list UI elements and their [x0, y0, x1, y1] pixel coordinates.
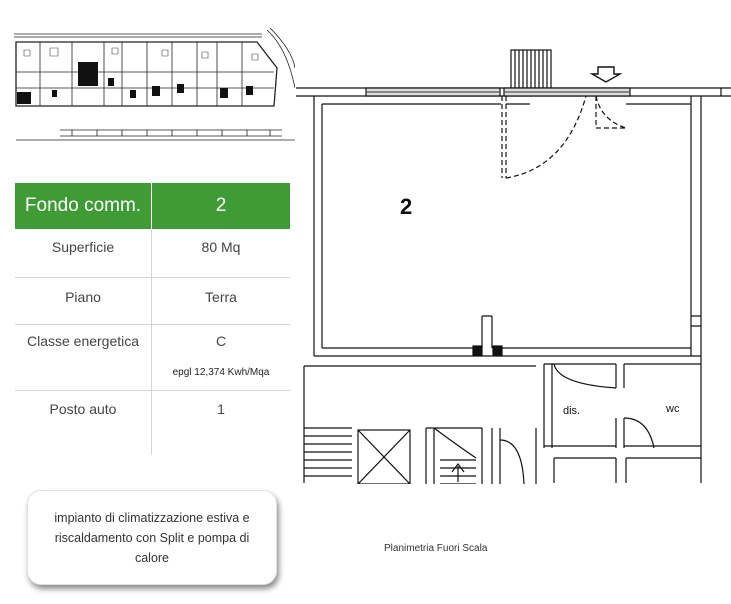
unit-info-table: Fondo comm. 2 Superficie 80 Mq Piano Ter…: [15, 183, 290, 455]
row-value: C: [215, 333, 227, 349]
floor-plan: 2 dis. wc: [296, 49, 731, 484]
row-label: Posto auto: [15, 391, 152, 455]
table-row: Piano Terra: [15, 278, 290, 325]
row-value-cell: C epgl 12,374 Kwh/Mqa: [152, 325, 290, 390]
header-value: 2: [215, 195, 227, 216]
row-value: 80 Mq: [201, 239, 241, 255]
row-label: Piano: [15, 278, 152, 324]
site-plan-thumbnail: [14, 28, 295, 141]
row-value: Terra: [205, 289, 237, 305]
row-label: Classe energetica: [15, 325, 152, 390]
room-label-dis: dis.: [563, 405, 580, 417]
room-label-wc: wc: [665, 403, 680, 415]
table-row: Posto auto 1: [15, 391, 290, 455]
unit-number-label: 2: [400, 194, 412, 219]
energy-note: epgl 12,374 Kwh/Mqa: [172, 367, 270, 378]
row-value: 1: [217, 401, 225, 417]
table-header-row: Fondo comm. 2: [15, 183, 290, 230]
header-label: Fondo comm.: [15, 183, 152, 229]
table-row: Classe energetica C epgl 12,374 Kwh/Mqa: [15, 325, 290, 391]
features-callout: impianto di climatizzazione estiva e ris…: [27, 490, 277, 585]
callout-text: impianto di climatizzazione estiva e ris…: [54, 510, 250, 565]
plan-caption: Planimetria Fuori Scala: [384, 543, 488, 554]
table-row: Superficie 80 Mq: [15, 230, 290, 278]
row-label: Superficie: [15, 230, 152, 277]
